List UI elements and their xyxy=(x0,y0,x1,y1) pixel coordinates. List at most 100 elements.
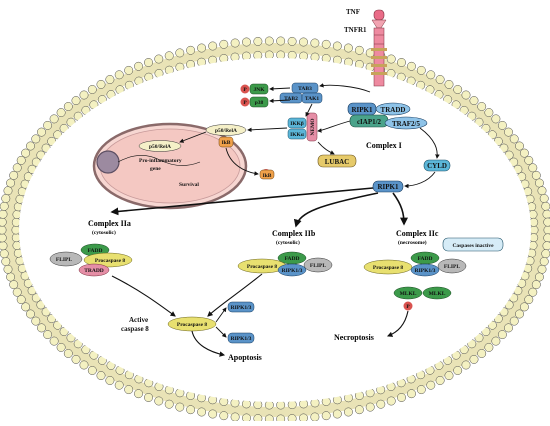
lipid-head xyxy=(426,70,436,80)
lipid-head xyxy=(343,43,353,53)
lipid-head xyxy=(253,36,263,46)
lipid-head xyxy=(219,39,229,49)
lipid-head xyxy=(276,400,286,410)
lipid-head xyxy=(175,48,185,58)
arrow-ciap-to-nemo xyxy=(317,120,351,133)
svg-text:p50/RelA: p50/RelA xyxy=(149,144,171,150)
lipid-head xyxy=(49,336,59,346)
tnfr1-receptor xyxy=(371,9,387,87)
lipid-head xyxy=(524,295,534,305)
lipid-head xyxy=(321,411,331,421)
lipid-head xyxy=(79,360,89,370)
lipid-head xyxy=(242,413,251,423)
svg-text:RIPK1/3: RIPK1/3 xyxy=(231,305,252,311)
arrow-to-p38 xyxy=(269,98,291,104)
complex-iib: FADD Procaspase 8 RIPK1/3 FLIPL xyxy=(237,251,333,277)
lipid-head xyxy=(56,342,66,352)
lipid-head xyxy=(343,407,353,417)
lipid-head xyxy=(164,399,174,409)
lipid-head xyxy=(49,114,59,124)
lipid-head xyxy=(56,108,66,118)
tnf-label: TNF xyxy=(346,8,360,16)
svg-text:IKKβ: IKKβ xyxy=(290,121,304,127)
arrow-to-necroptosis xyxy=(386,310,409,337)
lipid-head xyxy=(186,45,196,55)
lipid-head xyxy=(96,79,106,89)
arrow-iia-to-caspase8 xyxy=(111,275,176,317)
arrow-ikb-degradation xyxy=(225,147,259,176)
lipid-head xyxy=(534,178,544,188)
svg-text:IkB: IkB xyxy=(222,140,231,146)
ikk-complex: IKKβ IKKα NEMO xyxy=(287,112,318,142)
lipid-head xyxy=(524,155,534,165)
svg-text:RIPK1: RIPK1 xyxy=(378,183,400,191)
necroptosis-label: Necroptosis xyxy=(334,333,374,342)
lipid-head xyxy=(63,102,73,111)
lipid-head xyxy=(461,90,471,100)
lipid-head xyxy=(9,280,19,290)
lipid-head xyxy=(12,287,22,297)
svg-text:IkB: IkB xyxy=(263,173,272,179)
complex-iia: FLIPL FADD Procaspase 8 TRADD xyxy=(49,243,133,277)
lipid-head xyxy=(0,201,9,211)
ripk13-top: RIPK1/3 xyxy=(227,301,255,313)
lipid-head xyxy=(537,186,547,196)
arrow-to-ripk13-bottom xyxy=(215,326,227,338)
svg-text:TRADD: TRADD xyxy=(84,268,104,274)
svg-text:Procaspase 8: Procaspase 8 xyxy=(247,264,278,270)
lipid-head xyxy=(528,287,538,297)
lipid-head xyxy=(37,323,46,333)
lipid-head xyxy=(504,127,513,137)
lipid-head xyxy=(1,257,11,266)
lipid-head xyxy=(407,389,416,399)
arrow-to-lubac xyxy=(317,141,335,155)
svg-text:MLKL: MLKL xyxy=(400,291,417,297)
lipid-head xyxy=(276,414,286,424)
lipid-head xyxy=(469,96,479,106)
svg-text:MLKL: MLKL xyxy=(429,291,446,297)
lipid-head xyxy=(543,217,550,227)
svg-text:CYLD: CYLD xyxy=(427,162,447,170)
lipid-head xyxy=(124,385,134,395)
lipid-head xyxy=(332,41,342,51)
lipid-head xyxy=(529,225,539,235)
svg-text:NEMO: NEMO xyxy=(310,118,316,136)
lipid-head xyxy=(9,170,19,180)
ikb-degraded: IkB xyxy=(259,169,275,180)
svg-text:RIPK1/3: RIPK1/3 xyxy=(231,336,252,342)
lipid-head xyxy=(276,36,286,46)
lipid-head xyxy=(376,399,386,409)
cell-membrane xyxy=(0,36,550,424)
tab-tak1-complex: TAB3 TAB2 TAK1 xyxy=(279,82,323,104)
svg-text:JNK: JNK xyxy=(254,87,266,93)
lipid-head xyxy=(26,309,35,319)
complex-iia-title: Complex IIa xyxy=(88,219,131,228)
arrow-to-ripk13-top xyxy=(215,307,227,323)
gene-label: gene xyxy=(150,166,161,172)
lipid-head xyxy=(287,36,297,46)
apoptosis-label: Apoptosis xyxy=(228,353,262,362)
lipid-head xyxy=(321,39,331,49)
lipid-head xyxy=(287,414,297,424)
lipid-head xyxy=(416,385,426,395)
lipid-head xyxy=(264,50,274,60)
lipid-head xyxy=(299,37,308,47)
arrow-to-jnk xyxy=(269,86,291,92)
caspase8-label: caspase 8 xyxy=(121,325,149,333)
active-label: Active xyxy=(129,316,148,324)
lipid-tails xyxy=(4,43,546,417)
svg-text:TRADD: TRADD xyxy=(381,106,406,114)
lipid-head xyxy=(386,54,396,64)
lipid-head xyxy=(43,330,53,340)
lipid-head xyxy=(539,257,549,266)
arrow-iib-to-caspase8 xyxy=(207,273,263,317)
lipid-head xyxy=(197,407,207,417)
lipid-head xyxy=(87,85,97,94)
lipid-head xyxy=(461,360,471,370)
lipid-head xyxy=(435,376,445,385)
svg-text:FLIPL: FLIPL xyxy=(310,263,327,269)
lipid-head xyxy=(154,396,164,406)
svg-text:RIPK1: RIPK1 xyxy=(352,106,374,114)
lipid-head xyxy=(397,393,406,402)
